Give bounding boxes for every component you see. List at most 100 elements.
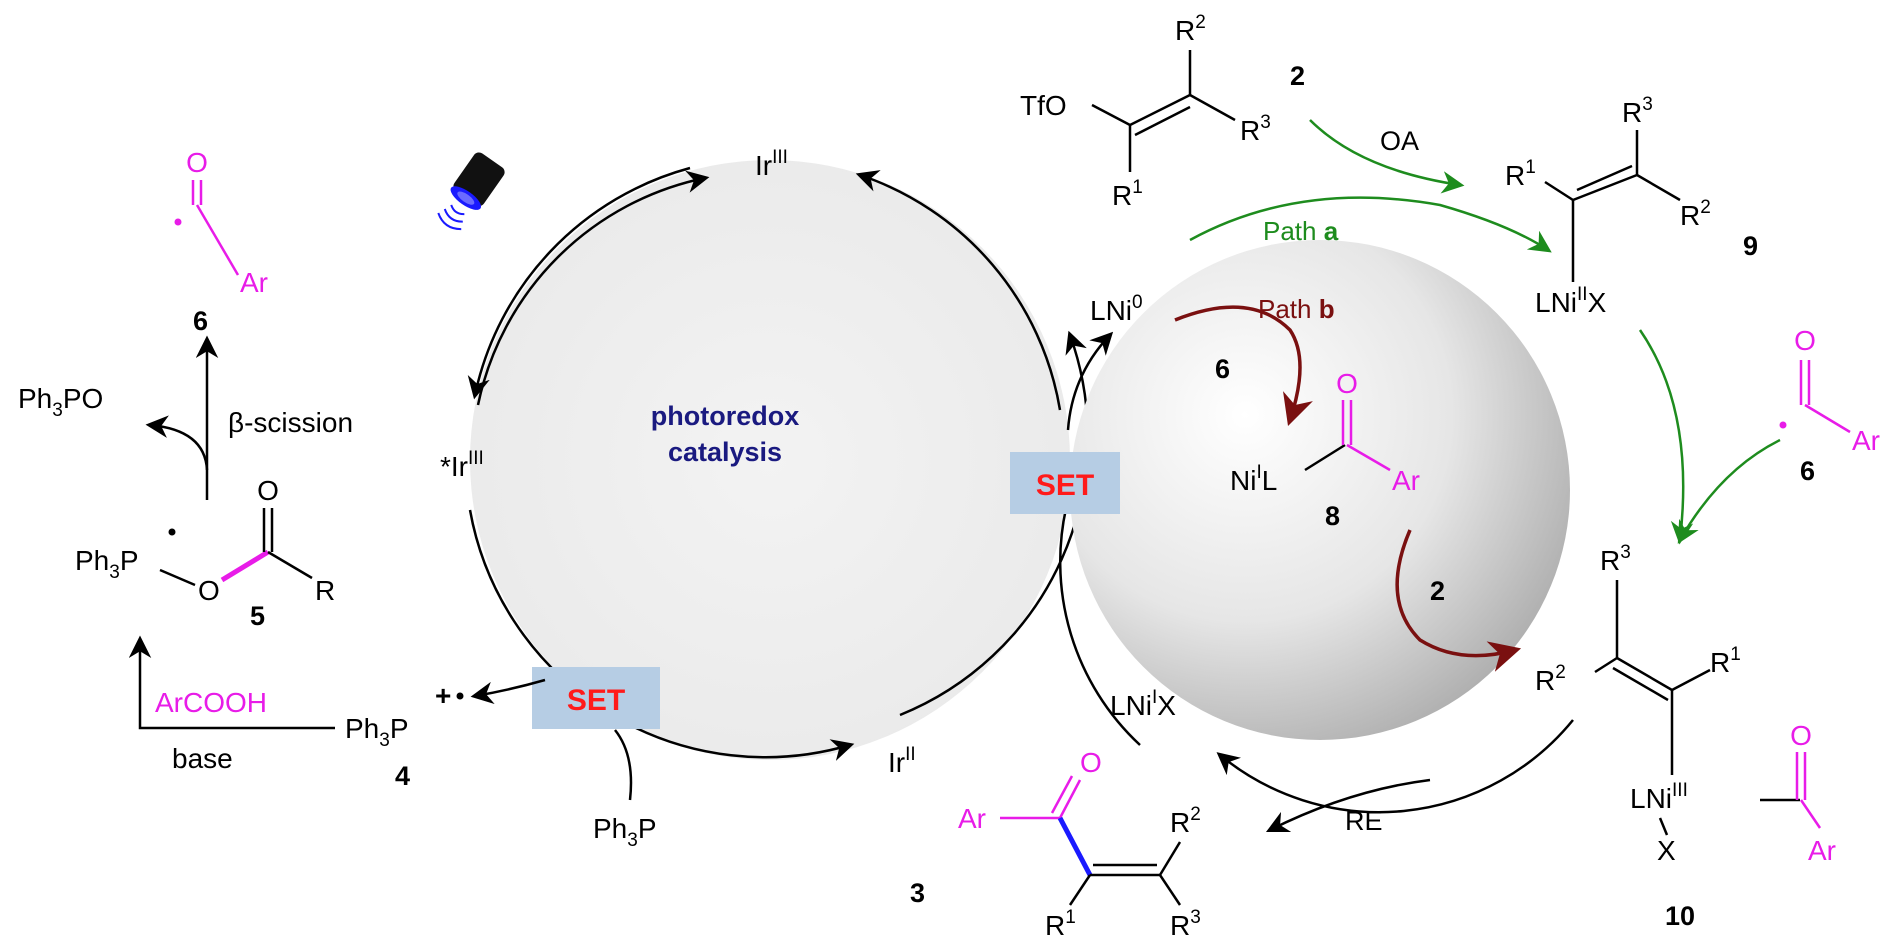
substrate2-double-bond-b (1134, 105, 1191, 137)
cmpd5-bond-c-r (267, 550, 313, 580)
photoredox-label-line1: photoredox (651, 401, 800, 431)
set-to-cmpd4-arrow (470, 678, 546, 705)
cmpd10-r3: R3 (1600, 542, 1631, 576)
nickel-cycle-sphere (1070, 240, 1570, 740)
cmpd5-ph3p: Ph3P (75, 545, 139, 583)
cmpd5-carbonyl-o: O (257, 475, 279, 506)
radical6-to-10-arc (1677, 438, 1781, 544)
cmpd9-r3: R3 (1622, 94, 1653, 128)
cmpd5-number: 5 (250, 601, 265, 631)
cmpd8-o: O (1336, 368, 1358, 399)
substrate2-bond-c-r3 (1189, 93, 1236, 122)
product3-r2: R2 (1170, 804, 1201, 838)
cmpd4-ph3p: Ph3P (345, 713, 409, 751)
product3-bond-c-r3 (1158, 874, 1182, 906)
cmpd10-bond-c-r1 (1671, 668, 1711, 692)
base-label: base (172, 743, 233, 774)
path-b-to-10-arc (1395, 529, 1522, 672)
cmpd5-radical-dot (168, 528, 176, 536)
cmpd8-bond-c-ar (1346, 443, 1391, 472)
substrate2-r1: R1 (1112, 177, 1143, 211)
iridium-iii-excited-label: *IrIII (440, 448, 484, 482)
lni0-arrow (1066, 331, 1114, 431)
cmpd8-bond-l-c (1304, 443, 1346, 472)
oa-label: OA (1380, 126, 1419, 156)
photoredox-cycle-arc-right (899, 330, 1090, 717)
set-box-center (1010, 452, 1120, 514)
radical6-left-ar: Ar (240, 267, 268, 298)
substrate2-double-bond-a (1129, 93, 1191, 127)
path-b-reagent-6: 6 (1215, 354, 1230, 384)
cmpd10-bond-c-r2 (1594, 656, 1618, 674)
cmpd10-double-bond-b (1612, 666, 1669, 702)
set-label-center: SET (1036, 469, 1094, 502)
cmpd10-number: 10 (1665, 901, 1695, 931)
path-a-arc (1189, 196, 1552, 253)
cmpd9-lni: LNiIIX (1535, 284, 1607, 318)
cmpd10-r1: R1 (1710, 644, 1741, 678)
cmpd10-x: X (1657, 835, 1676, 866)
cmpd5-bond-o-c (220, 549, 270, 583)
product3-bond-c-r2 (1158, 841, 1182, 876)
radical6-left-o: O (186, 147, 208, 178)
photoredox-cycle-arc-left-outer (467, 166, 691, 400)
nickel-cycle-arc-bottom (1216, 719, 1574, 814)
radical6-right-dot (1779, 421, 1787, 429)
cmpd4-radical-dot (456, 692, 464, 700)
cmpd5-r: R (315, 575, 335, 606)
photoredox-cycle-arc-top (855, 170, 1062, 411)
product3-bond-c-o (1058, 779, 1082, 819)
set-label-bottom: SET (567, 684, 625, 717)
path-b-label: Path b (1258, 294, 1335, 324)
lni0-label: LNi0 (1090, 292, 1143, 326)
iridium-ii-label: IrII (888, 744, 916, 778)
product3-bond-c-o-2 (1050, 775, 1074, 814)
cmpd9-number: 9 (1743, 231, 1758, 261)
cmpd10-bond-ni-x (1658, 817, 1669, 836)
cmpd10-o: O (1790, 720, 1812, 751)
path-a-to-10-arc (1638, 329, 1694, 545)
cmpd9-r2: R2 (1680, 197, 1711, 231)
cmpd9-double-bond-a (1572, 173, 1638, 202)
cmpd5-bond-p-o (159, 568, 196, 587)
radical6-left-number: 6 (193, 306, 208, 336)
path-a-label: Path a (1263, 216, 1339, 246)
cmpd4-charge: + (435, 680, 451, 711)
arcooh-base-arrow (128, 635, 335, 730)
radical6-right-bond-c-ar (1804, 403, 1851, 434)
cmpd8-ni-label: NiIL (1230, 462, 1277, 496)
oa-arrow (1309, 119, 1465, 194)
substrate2-number: 2 (1290, 61, 1305, 91)
substrate2-tfo: TfO (1020, 90, 1067, 121)
re-label: RE (1345, 806, 1383, 836)
substrate2-bond-tfo-c (1091, 103, 1131, 127)
iridium-iii-label: IrIII (755, 147, 788, 181)
cmpd9-r1: R1 (1505, 157, 1536, 191)
photoredox-label-line2: catalysis (668, 437, 782, 467)
cmpd10-r2: R2 (1535, 662, 1566, 696)
beta-scission-label: β-scission (228, 407, 353, 438)
nickel-cycle-arc-left (1058, 499, 1141, 746)
ph3p-to-set-arc (614, 729, 633, 801)
product3-r1: R1 (1045, 907, 1076, 941)
product3-new-cc-bond (1057, 816, 1093, 877)
cmpd5-o: O (198, 575, 220, 606)
product3-bond-c-r1 (1068, 874, 1092, 906)
cmpd4-number: 4 (395, 761, 410, 791)
cmpd9-bond-r1-c (1544, 180, 1574, 202)
radical6-left-dot (174, 218, 182, 226)
cmpd8-ar: Ar (1392, 465, 1420, 496)
cmpd10-ar: Ar (1808, 835, 1836, 866)
product3-r3: R3 (1170, 907, 1201, 941)
path-b-arc (1174, 305, 1313, 426)
lni-i-x-label: LNiIX (1110, 687, 1176, 721)
cmpd10-lni: LNiIII (1630, 780, 1688, 814)
cmpd9-bond-c-r2 (1636, 173, 1681, 202)
substrate2-r3: R3 (1240, 112, 1271, 146)
ph3po-label: Ph3PO (18, 383, 103, 421)
ph3po-release-arrow (145, 415, 209, 471)
arcooh-label: ArCOOH (155, 687, 267, 718)
cmpd10-double-bond-a (1616, 656, 1673, 692)
